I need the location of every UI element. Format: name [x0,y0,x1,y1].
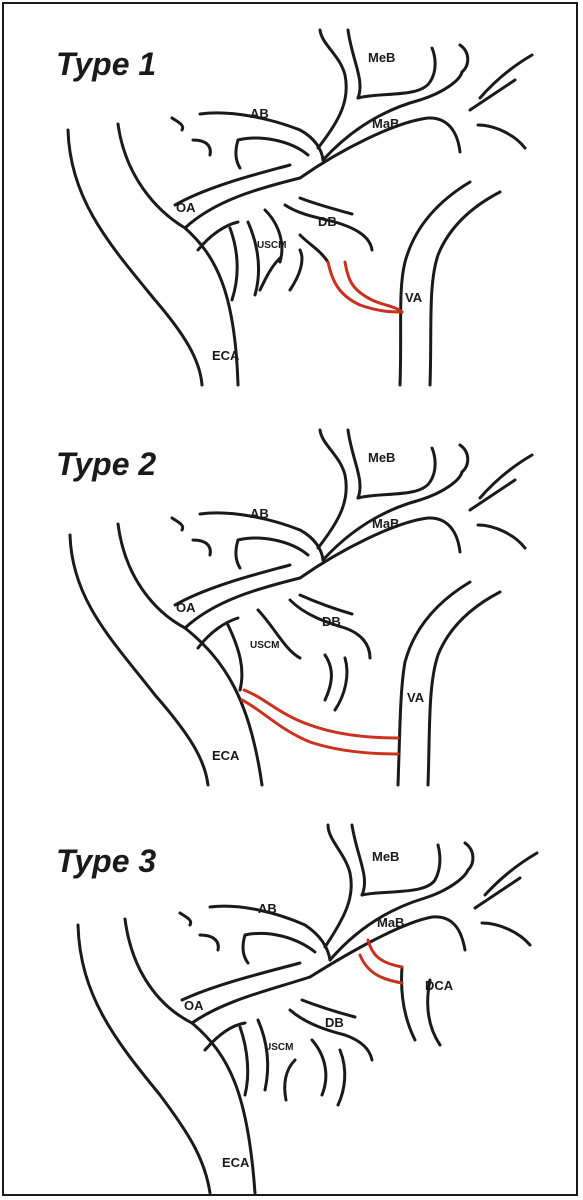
oa-lower-wall [185,578,300,628]
label-meb: MeB [372,849,399,864]
label-meb: MeB [368,450,395,465]
meb-branch-right-3 [482,923,530,945]
ab-loop [236,140,240,168]
db-branch-2 [290,250,302,290]
label-db: DB [318,214,337,229]
meb-wall-1 [318,30,346,148]
ab-small-branch-1 [172,118,183,130]
label-mab: MaB [372,516,399,531]
label-va: VA [407,690,425,705]
va-left-wall [398,582,470,785]
ab-lower-wall [238,138,308,155]
anastomosis-wall-1 [328,262,402,312]
meb-branch-right-4 [480,55,532,98]
label-meb: MeB [368,50,395,65]
oa-lower-wall [192,977,310,1023]
uscm-wall-3 [258,1020,268,1090]
oa-upper-wall [182,963,300,1000]
va-right-wall [428,592,500,785]
label-uscm: USCM [250,640,279,651]
label-oa: OA [176,200,196,215]
label-ab: AB [250,506,269,521]
uscm-wall-2 [240,1027,248,1095]
label-oa: OA [184,998,204,1013]
vessel-diagram: MeB AB MaB OA DB USCM VA ECA [0,0,583,392]
va-left-wall [400,182,470,385]
uscm-wall-2 [230,228,237,300]
meb-wall-1 [325,825,351,947]
ab-loop [243,935,248,963]
anastomosis-wall-2 [345,262,402,312]
anastomosis [360,940,402,983]
db-branch-2 [335,658,347,710]
label-va: VA [405,290,423,305]
meb-branch-right-1 [460,445,468,472]
ab-small-branch-2 [200,935,218,950]
eca-left-wall [70,535,208,785]
meb-branch-right-1 [465,843,473,870]
vessel-diagram: MeB AB MaB OA DB USCM VA ECA [0,400,583,790]
label-dca: DCA [425,978,454,993]
db-upper-wall [290,600,370,658]
dca-left-wall [402,967,415,1040]
db-lower-wall [300,595,352,614]
meb-branch-right-3 [478,125,525,148]
anastomosis [328,262,402,312]
label-eca: ECA [212,348,240,363]
ab-lower-wall [245,933,315,952]
meb-branch-right-1 [460,45,468,72]
labels: MeB AB MaB OA DB USCM DCA ECA [184,849,454,1170]
ab-small-branch-1 [172,518,183,530]
db-branch-1 [325,655,331,700]
meb-wall-2 [352,825,365,895]
ab-small-branch-2 [193,140,210,155]
panel-type-2: Type 2 [0,400,583,790]
label-ab: AB [250,106,269,121]
ab-loop [236,540,240,568]
label-oa: OA [176,600,196,615]
label-mab: MaB [377,915,404,930]
oa-lower-wall [185,178,300,228]
db-lower-wall [300,198,352,214]
vessels [68,30,532,385]
meb-branch-right-4 [480,455,532,498]
uscm-wall-4 [265,210,282,262]
meb-branch-right-4 [485,853,537,895]
vessels [70,430,532,785]
meb-wall-1 [318,430,346,548]
eca-right-wall [118,124,238,385]
ab-small-branch-2 [193,540,210,555]
vessel-diagram: MeB AB MaB OA DB USCM DCA ECA [0,795,583,1200]
anastomosis-wall-1 [368,940,402,967]
panel-type-3: Type 3 [0,795,583,1200]
label-eca: ECA [212,748,240,763]
va-right-wall [430,192,500,385]
vessels [78,825,537,1193]
db-branch-3 [285,1060,295,1100]
eca-left-wall [78,925,210,1193]
label-mab: MaB [372,116,399,131]
ab-small-branch-1 [180,913,191,925]
db-branch-3 [260,258,280,290]
uscm-wall-3 [248,222,259,295]
meb-wall-2 [348,430,360,498]
panel-type-1: Type 1 [0,0,583,392]
db-branch-1 [312,1040,326,1095]
meb-wall-2 [348,30,360,98]
anastomosis-wall-1 [244,690,398,738]
eca-right-wall [125,919,255,1193]
label-db: DB [322,614,341,629]
meb-branch-right-3 [478,525,525,548]
eca-left-wall [68,130,202,385]
label-uscm: USCM [264,1042,293,1053]
db-branch-1 [300,235,328,262]
label-ab: AB [258,901,277,916]
ab-lower-wall [238,538,308,555]
anastomosis [242,690,398,754]
label-uscm: USCM [257,240,286,251]
label-eca: ECA [222,1155,250,1170]
db-branch-2 [338,1050,345,1105]
label-db: DB [325,1015,344,1030]
